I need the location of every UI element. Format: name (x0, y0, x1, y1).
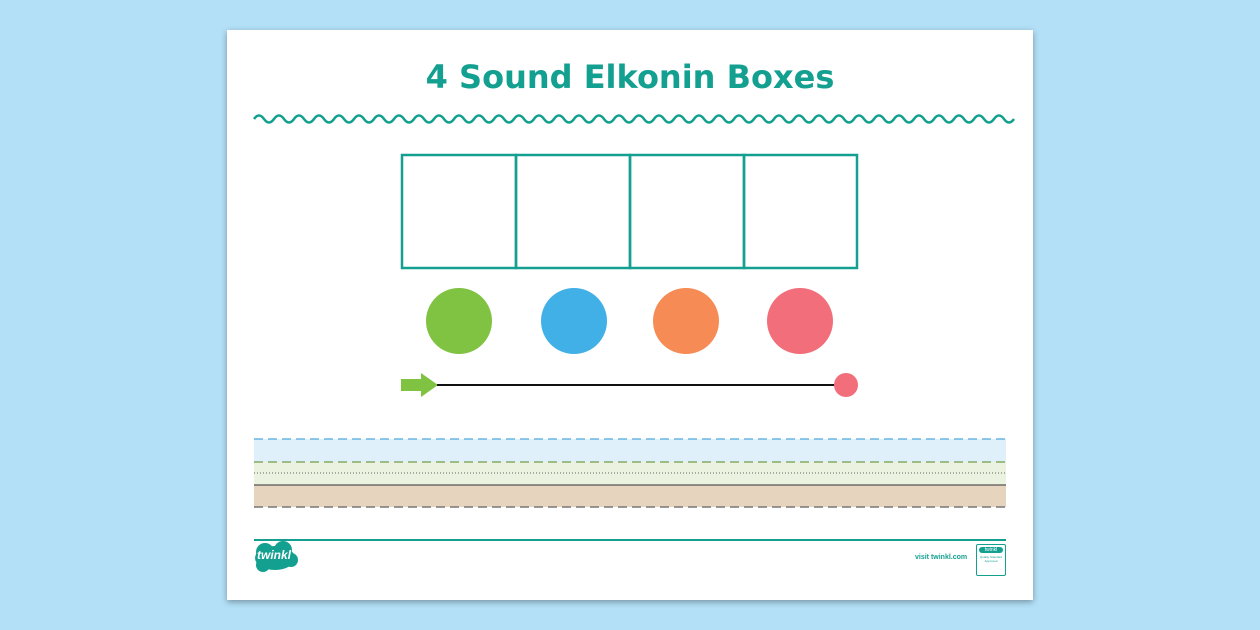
counter-circle-orange[interactable] (653, 288, 719, 354)
counter-circle-red[interactable] (767, 288, 833, 354)
elkonin-boxes (400, 153, 859, 270)
sound-box-2 (514, 153, 632, 270)
quality-badge: twinkl Quality Standard Approved (976, 544, 1006, 576)
worksheet-graphics (252, 114, 1016, 572)
badge-text: Quality Standard Approved (979, 555, 1003, 563)
arrow-icon (401, 373, 438, 397)
visit-link[interactable]: visit twinkl.com (915, 554, 968, 561)
counter-circle-green[interactable] (426, 288, 492, 354)
twinkl-logo (255, 541, 298, 572)
twinkl-logo-text: twinkl (257, 548, 292, 562)
sound-box-3 (628, 153, 746, 270)
sound-box-1 (400, 153, 518, 270)
badge-logo: twinkl (979, 547, 1003, 553)
end-dot (834, 373, 858, 397)
sound-box-4 (742, 153, 859, 270)
worksheet-page: 4 Sound Elkonin Boxes (227, 30, 1033, 600)
wavy-divider (252, 114, 1016, 124)
page-title: 4 Sound Elkonin Boxes (425, 58, 835, 96)
handwriting-lines (254, 438, 1006, 508)
counter-circle-blue[interactable] (541, 288, 607, 354)
